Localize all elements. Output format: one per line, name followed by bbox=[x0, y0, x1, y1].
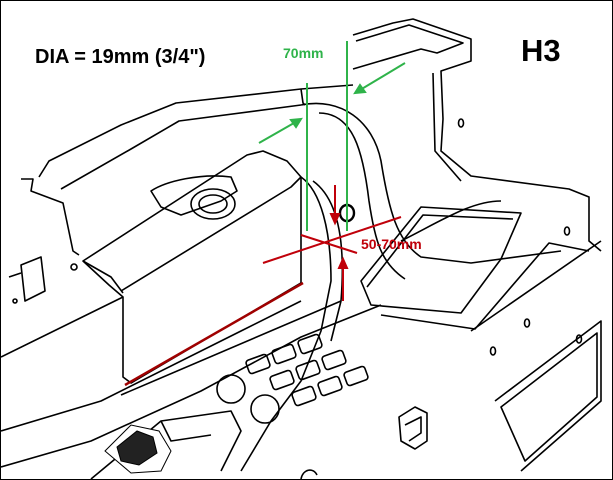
tray-component bbox=[104, 424, 172, 474]
width-dimension-label: 70mm bbox=[283, 45, 324, 61]
lid-bottom-edge-highlight bbox=[124, 281, 304, 387]
height-dimension-label: 50-70mm bbox=[361, 236, 422, 252]
diameter-label: DIA = 19mm (3/4") bbox=[35, 46, 206, 68]
height-dimension-lines bbox=[262, 185, 402, 301]
console-outline bbox=[1, 18, 602, 479]
width-dimension-lines bbox=[258, 41, 406, 231]
model-code-label: H3 bbox=[521, 33, 561, 68]
